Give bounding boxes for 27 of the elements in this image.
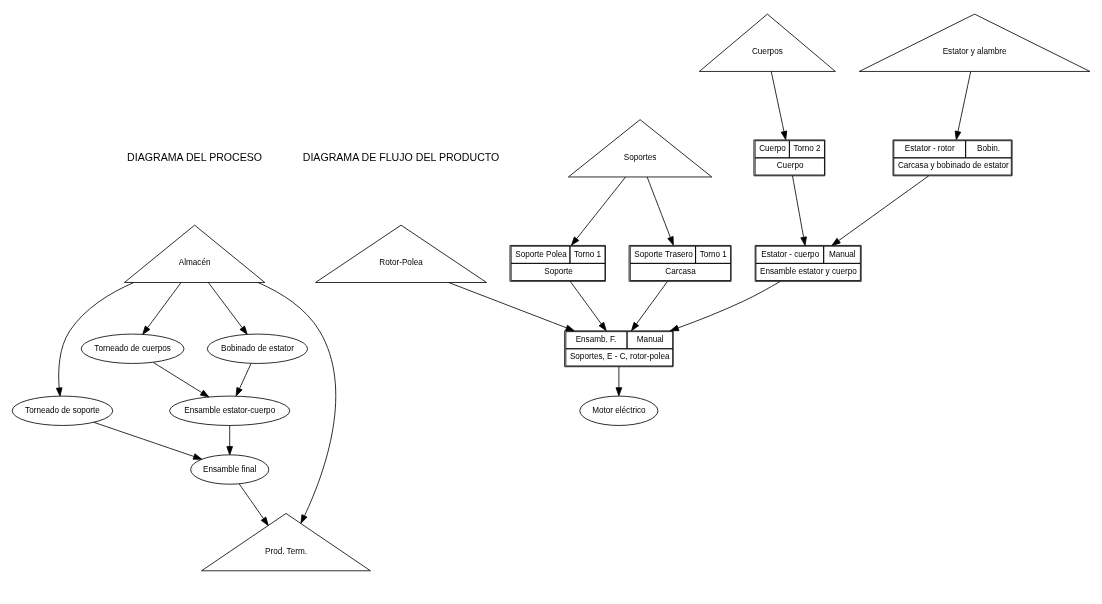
arrow	[152, 362, 210, 398]
arrow	[615, 366, 623, 397]
arrow	[831, 175, 930, 246]
label: DIAGRAMA DEL PROCESO	[127, 150, 263, 163]
arrow	[669, 280, 781, 332]
arrow	[238, 483, 269, 526]
arrow	[792, 175, 807, 246]
arrow	[631, 281, 668, 332]
arrow	[208, 282, 248, 335]
arrow	[448, 282, 575, 332]
arrow	[142, 282, 182, 335]
node-ellipse: Torneado de soporte	[11, 395, 114, 426]
arrow	[571, 176, 626, 246]
label: DIAGRAMA DE FLUJO DEL PRODUCTO	[302, 150, 500, 163]
arrow	[93, 421, 203, 460]
arrow	[954, 71, 972, 140]
node-ellipse: Motor eléctrico	[579, 395, 659, 426]
node-ellipse: Bobinado de estator	[206, 333, 308, 364]
arrow	[569, 281, 607, 332]
node-ellipse: Torneado de cuerpos	[80, 333, 185, 364]
arrow	[226, 425, 233, 456]
arrow	[770, 71, 788, 140]
node-ellipse: Ensamble estator-cuerpo	[169, 395, 291, 426]
arrow	[646, 176, 674, 246]
arrow	[235, 363, 252, 397]
arrow	[55, 282, 135, 397]
arrow	[257, 282, 337, 524]
